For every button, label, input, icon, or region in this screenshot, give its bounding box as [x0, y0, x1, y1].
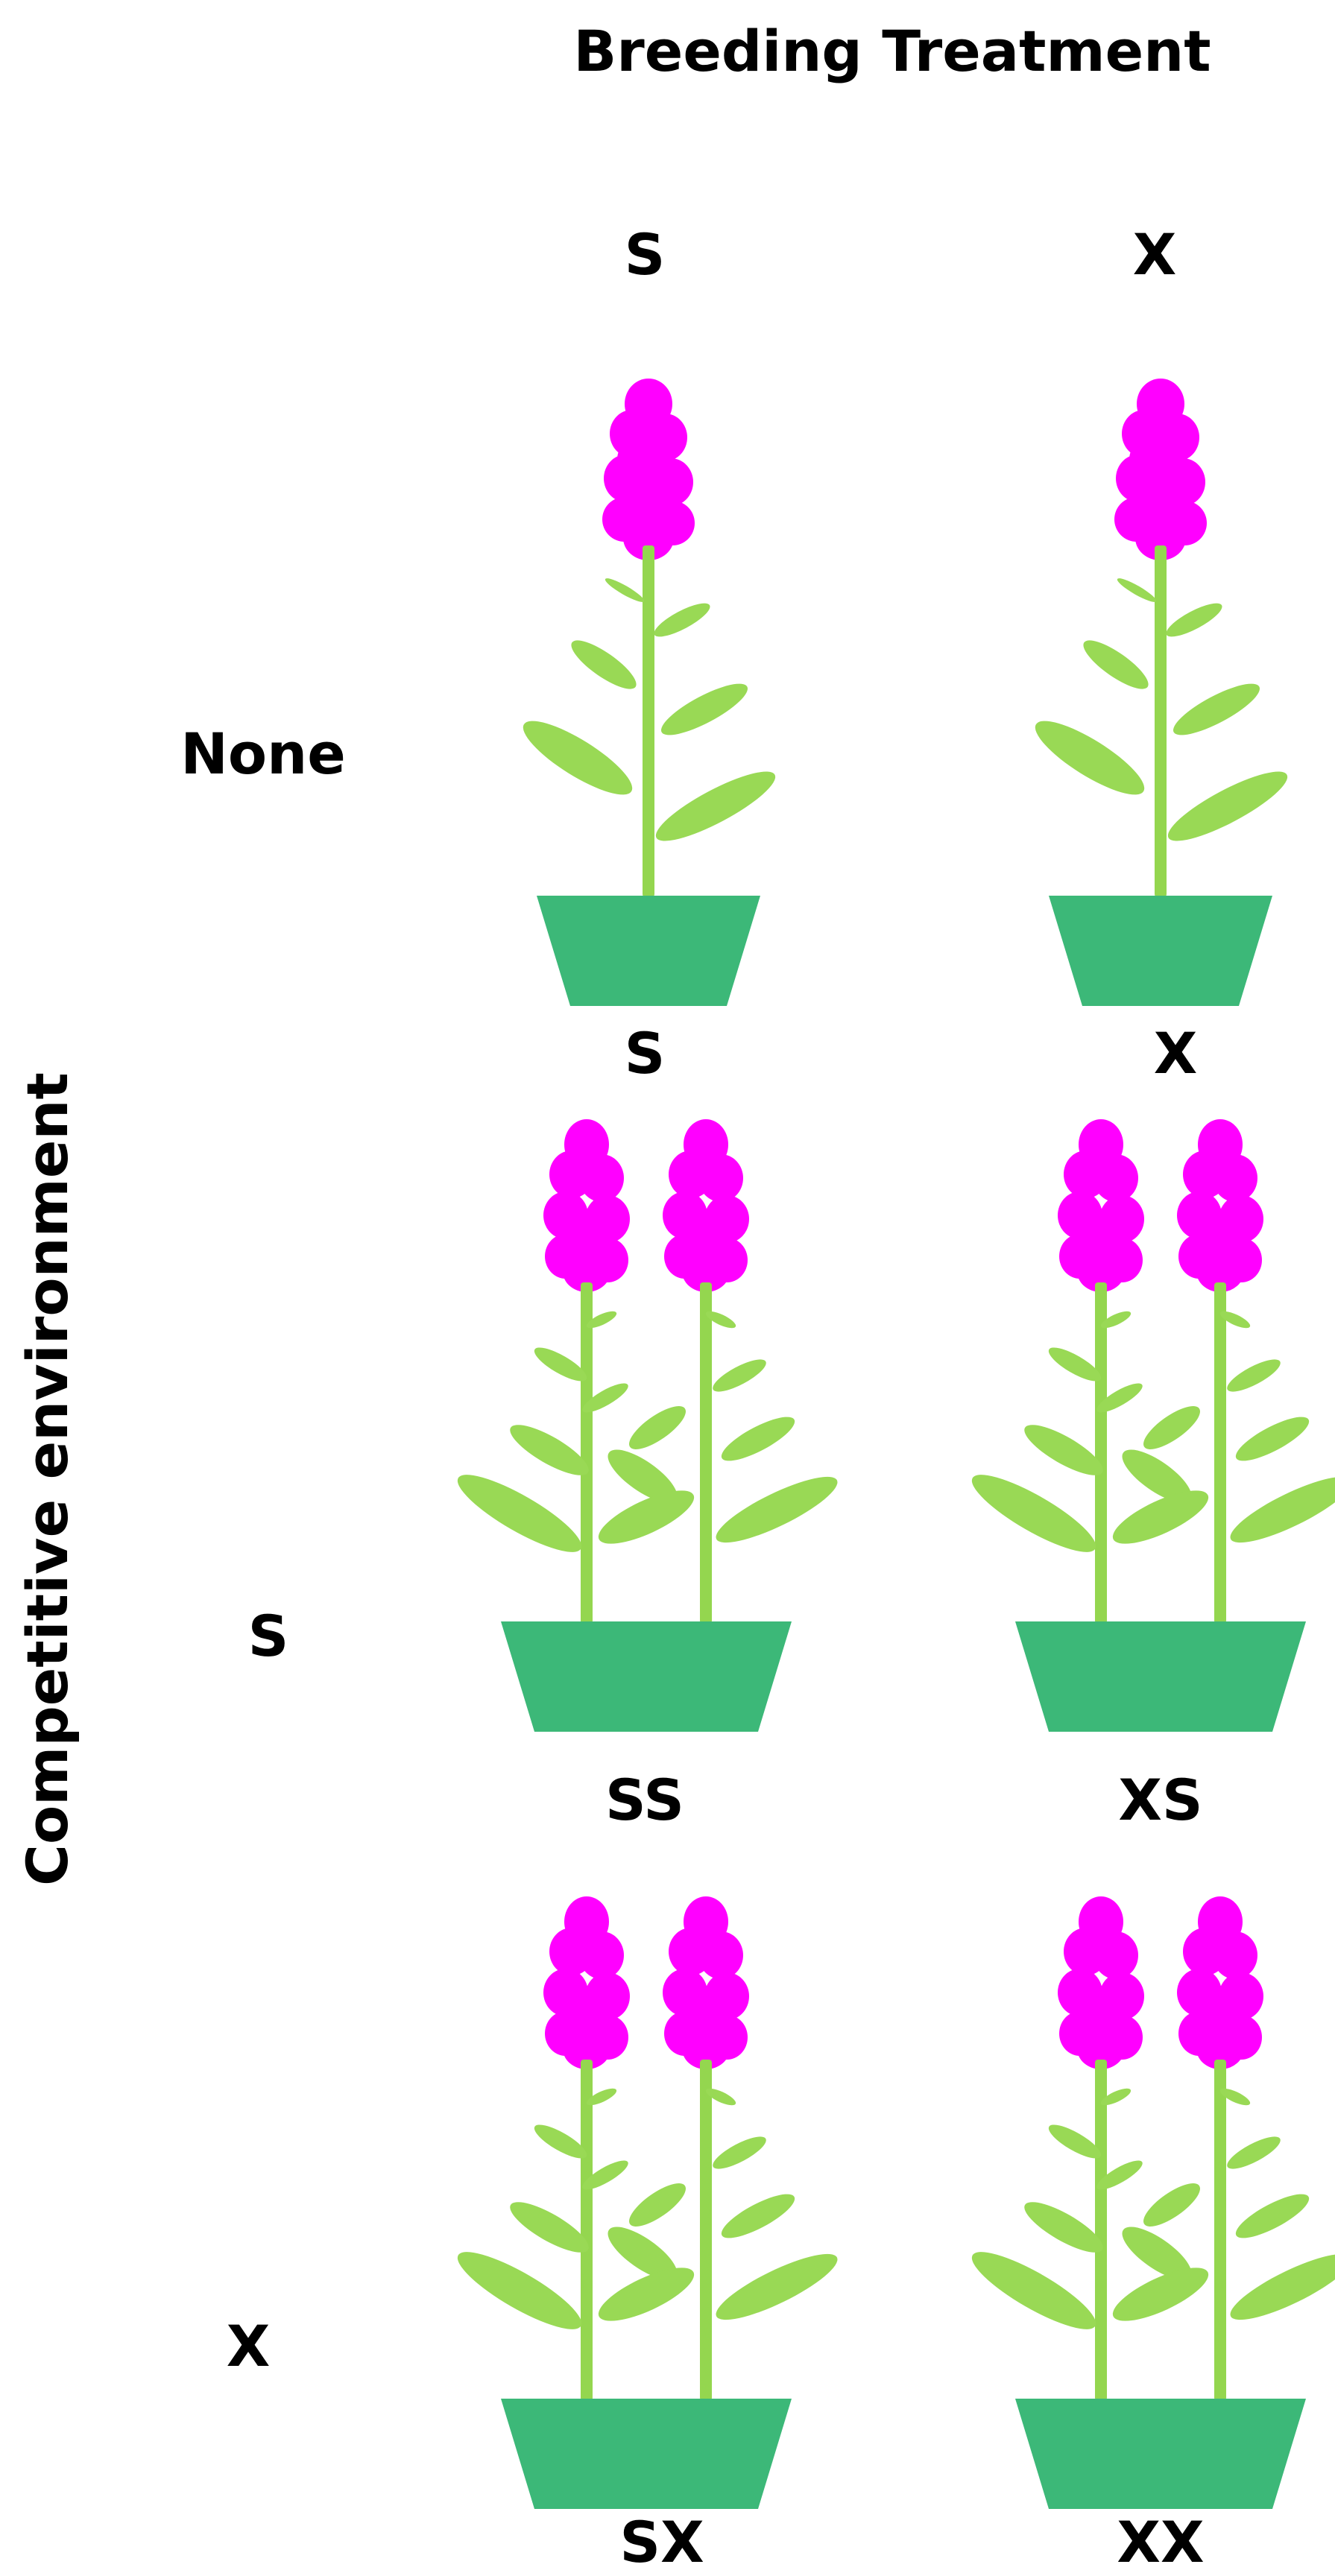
plant-s-x: [963, 1119, 1335, 1732]
column-header-s: S: [625, 221, 666, 288]
plant-s-s: [449, 1119, 845, 1732]
cell-label-s-s: SS: [605, 1767, 684, 1833]
cell-label-s-x: XS: [1118, 1767, 1202, 1833]
row-label-x: X: [227, 2313, 271, 2379]
cell-label-x-x: XX: [1117, 2509, 1204, 2575]
plant-none-x: [1026, 379, 1295, 1006]
plant-x-s: [449, 1896, 845, 2509]
plant-x-x: [963, 1896, 1335, 2509]
column-header-x: X: [1133, 221, 1177, 288]
plant-none-s: [514, 379, 783, 1006]
figure-title: Breeding Treatment: [573, 18, 1211, 84]
y-axis-label: Competitive environment: [14, 1072, 81, 1886]
row-label-s: S: [248, 1603, 289, 1669]
cell-label-x-s: SX: [619, 2509, 704, 2575]
cell-label-none-x: X: [1154, 1020, 1198, 1086]
cell-label-none-s: S: [625, 1020, 666, 1086]
row-label-none: None: [180, 721, 345, 787]
